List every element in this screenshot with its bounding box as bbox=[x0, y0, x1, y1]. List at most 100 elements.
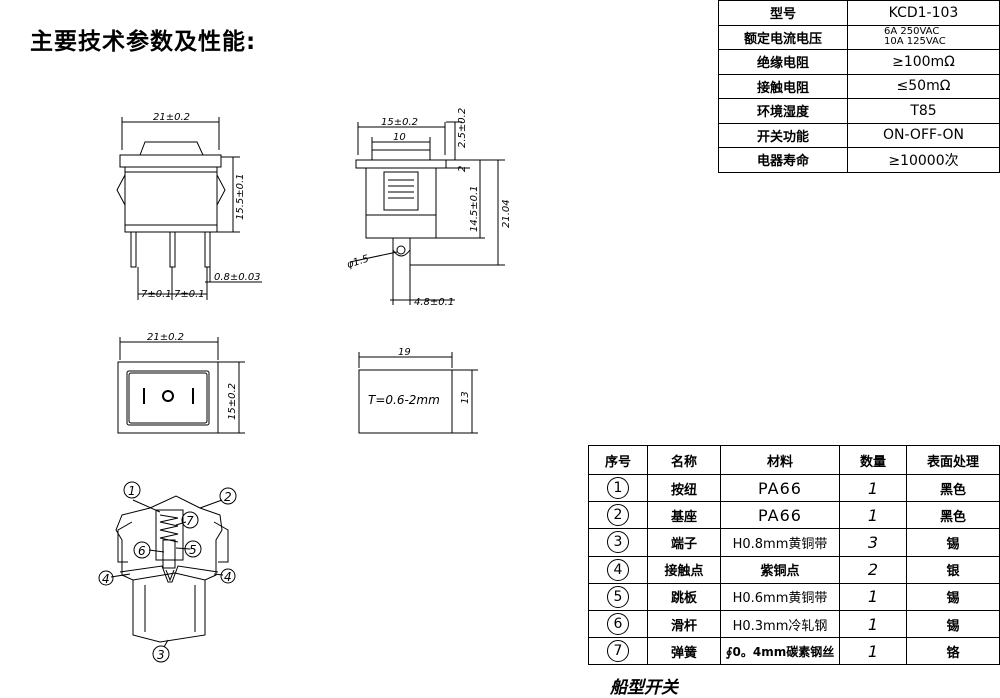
spec-value: ON-OFF-ON bbox=[847, 122, 1000, 148]
part-number: 3 bbox=[607, 531, 629, 554]
callout-4-right: 4 bbox=[220, 568, 236, 584]
svg-text:6: 6 bbox=[138, 544, 146, 558]
spec-key: 电器寿命 bbox=[718, 147, 848, 173]
part-qty: 1 bbox=[839, 501, 907, 530]
dim-panel-width: 19 bbox=[398, 347, 411, 358]
dim-front-height: 15.5±0.1 bbox=[235, 173, 246, 220]
part-number: 5 bbox=[607, 585, 629, 608]
part-qty: 1 bbox=[839, 473, 907, 503]
front-view bbox=[116, 117, 262, 300]
svg-text:4: 4 bbox=[224, 570, 232, 584]
dim-side-inner: 10 bbox=[393, 132, 406, 143]
part-material: ∮0。4mm碳素钢丝 bbox=[720, 637, 840, 666]
part-finish: 锡 bbox=[906, 528, 1000, 557]
part-qty: 3 bbox=[839, 528, 907, 557]
spec-value: T85 bbox=[847, 98, 1000, 124]
part-finish: 锡 bbox=[906, 609, 1000, 639]
spec-row: 绝缘电阻≥100mΩ bbox=[718, 49, 1000, 75]
callout-4-left: 4 bbox=[98, 570, 114, 586]
svg-text:5: 5 bbox=[189, 543, 197, 557]
dim-top-width: 21±0.2 bbox=[147, 332, 184, 343]
part-number: 6 bbox=[607, 613, 629, 636]
header-finish: 表面处理 bbox=[906, 445, 1000, 475]
part-material: H0.6mm黄铜带 bbox=[720, 582, 840, 611]
svg-text:4: 4 bbox=[102, 572, 110, 586]
part-material: 紫铜点 bbox=[720, 555, 840, 584]
spec-key: 接触电阻 bbox=[718, 73, 848, 99]
header-no: 序号 bbox=[588, 445, 648, 475]
drawing-caption: 船型开关 bbox=[610, 678, 678, 698]
part-material: H0.3mm冷轧钢 bbox=[720, 609, 840, 639]
side-view bbox=[349, 121, 505, 305]
dim-side-top: 2.5±0.2 bbox=[457, 108, 468, 148]
dim-side-pin: 4.8±0.1 bbox=[414, 297, 454, 308]
part-name: 弹簧 bbox=[647, 637, 721, 666]
part-qty: 1 bbox=[839, 637, 907, 666]
parts-table: 序号 名称 材料 数量 表面处理 1 按纽 PA66 1 黑色 2 基座 PA6… bbox=[588, 445, 1000, 666]
part-finish: 银 bbox=[906, 555, 1000, 584]
spec-key: 型号 bbox=[718, 0, 848, 26]
dim-pin-pitch-left: 7±0.1 bbox=[141, 289, 172, 300]
spec-value: ≥100mΩ bbox=[847, 49, 1000, 75]
dim-top-height: 15±0.2 bbox=[227, 383, 238, 420]
part-name: 端子 bbox=[647, 528, 721, 557]
part-name: 按纽 bbox=[647, 473, 721, 503]
part-finish: 锡 bbox=[906, 582, 1000, 611]
svg-text:3: 3 bbox=[157, 648, 165, 662]
part-name: 基座 bbox=[647, 501, 721, 530]
callout-5: 5 bbox=[184, 540, 202, 558]
svg-text:1: 1 bbox=[128, 484, 136, 498]
dim-pin-thickness: 0.8±0.03 bbox=[214, 272, 261, 283]
part-qty: 2 bbox=[839, 555, 907, 584]
table-row: 7 弹簧 ∮0。4mm碳素钢丝 1 铬 bbox=[588, 637, 1000, 666]
table-row: 5 跳板 H0.6mm黄铜带 1 锡 bbox=[588, 582, 1000, 611]
spec-key: 环境湿度 bbox=[718, 98, 848, 124]
dim-side-small: 2 bbox=[457, 166, 468, 172]
svg-text:2: 2 bbox=[224, 490, 232, 504]
part-material: PA66 bbox=[720, 501, 840, 530]
part-number: 7 bbox=[607, 640, 629, 663]
callout-1: 1 bbox=[123, 481, 141, 499]
dim-panel-thickness: T=0.6-2mm bbox=[368, 393, 440, 407]
dim-side-body: 14.5±0.1 bbox=[469, 185, 480, 232]
part-material: H0.8mm黄铜带 bbox=[720, 528, 840, 557]
cross-section-view bbox=[110, 495, 229, 648]
panel-cutout-view bbox=[358, 352, 478, 434]
part-finish: 黑色 bbox=[906, 501, 1000, 530]
part-material: PA66 bbox=[720, 473, 840, 503]
header-qty: 数量 bbox=[839, 445, 907, 475]
spec-row: 接触电阻≤50mΩ bbox=[718, 73, 1000, 99]
spec-row: 电器寿命≥10000次 bbox=[718, 147, 1000, 173]
spec-key: 开关功能 bbox=[718, 122, 848, 148]
dim-front-width: 21±0.2 bbox=[153, 112, 190, 123]
table-row: 1 按纽 PA66 1 黑色 bbox=[588, 473, 1000, 503]
header-material: 材料 bbox=[720, 445, 840, 475]
spec-key: 额定电流电压 bbox=[718, 24, 848, 50]
callout-7: 7 bbox=[181, 511, 199, 529]
svg-text:7: 7 bbox=[186, 514, 194, 528]
part-name: 接触点 bbox=[647, 555, 721, 584]
spec-value: KCD1-103 bbox=[847, 0, 1000, 26]
part-finish: 铬 bbox=[906, 637, 1000, 666]
part-qty: 1 bbox=[839, 582, 907, 611]
part-number: 1 bbox=[607, 477, 629, 500]
parts-header-row: 序号 名称 材料 数量 表面处理 bbox=[588, 445, 1000, 475]
part-qty: 1 bbox=[839, 609, 907, 639]
part-number: 2 bbox=[607, 504, 629, 527]
page-title: 主要技术参数及性能: bbox=[30, 29, 257, 55]
part-name: 跳板 bbox=[647, 582, 721, 611]
part-name: 滑杆 bbox=[647, 609, 721, 639]
callout-6: 6 bbox=[133, 541, 151, 559]
dim-pin-pitch-right: 7±0.1 bbox=[174, 289, 205, 300]
table-row: 3 端子 H0.8mm黄铜带 3 锡 bbox=[588, 528, 1000, 557]
table-row: 6 滑杆 H0.3mm冷轧钢 1 锡 bbox=[588, 609, 1000, 639]
dim-side-width: 15±0.2 bbox=[381, 117, 418, 128]
part-number: 4 bbox=[607, 558, 629, 581]
